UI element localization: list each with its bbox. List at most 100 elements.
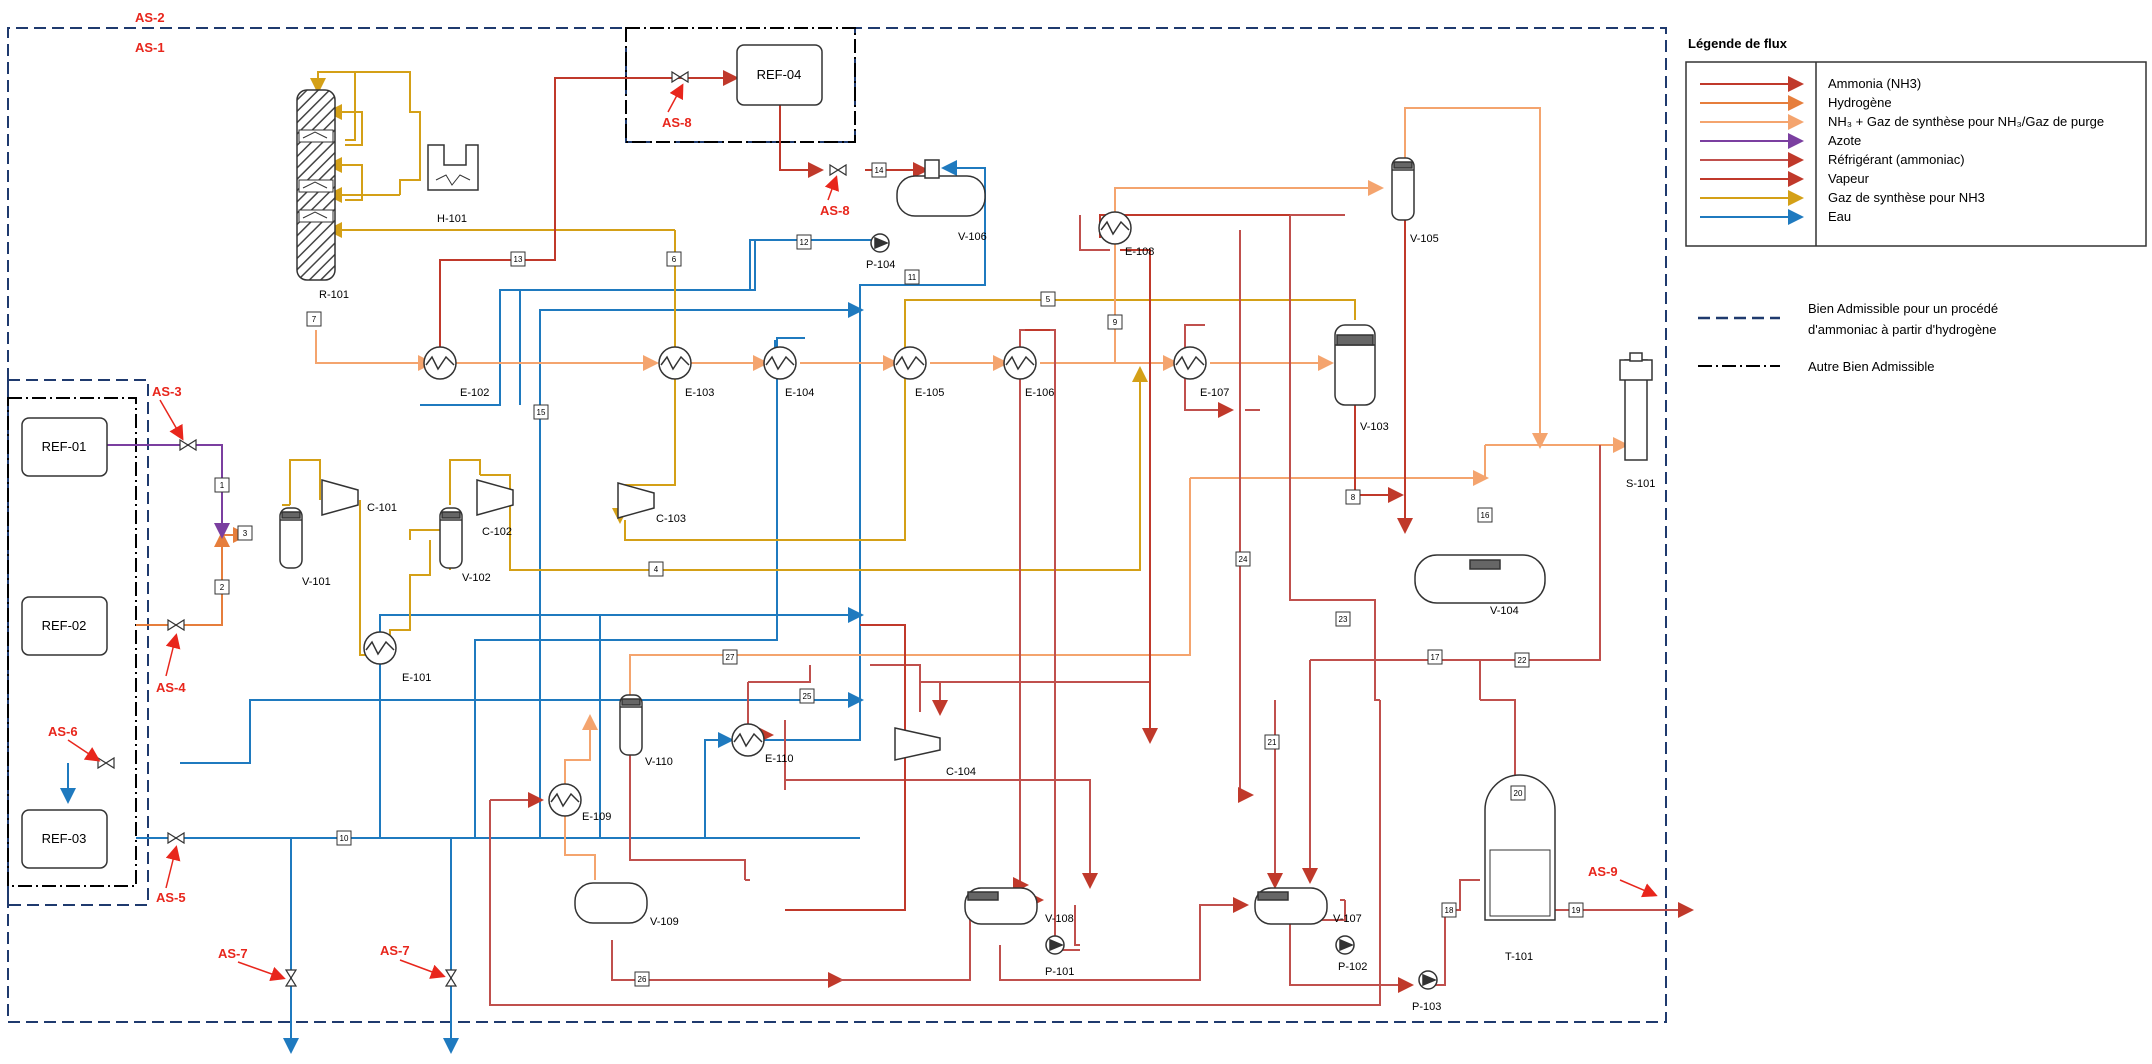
stream-15: 15 bbox=[537, 408, 546, 417]
e109-label: E-109 bbox=[582, 811, 611, 823]
scrubber-s101 bbox=[1619, 352, 1653, 461]
stream-12: 12 bbox=[800, 238, 809, 247]
v103-label: V-103 bbox=[1360, 421, 1389, 433]
legend-item-ammonia: Ammonia (NH3) bbox=[1828, 76, 1921, 91]
v104-label: V-104 bbox=[1490, 605, 1519, 617]
vessel-v108 bbox=[964, 887, 1038, 925]
stream-14: 14 bbox=[875, 166, 884, 175]
ref-04-label: REF-04 bbox=[757, 67, 802, 82]
stream-27: 27 bbox=[726, 653, 735, 662]
stream-11: 11 bbox=[908, 273, 917, 282]
ammonia-lines bbox=[439, 70, 1413, 534]
legend-item-syngas: Gaz de synthèse pour NH3 bbox=[1828, 190, 1985, 205]
stream-9: 9 bbox=[1113, 318, 1118, 327]
exchanger-e110 bbox=[731, 723, 765, 757]
e103-label: E-103 bbox=[685, 387, 714, 399]
boundary-as1 bbox=[7, 27, 1667, 1023]
stream-21: 21 bbox=[1268, 738, 1277, 747]
exchanger-e104 bbox=[763, 346, 797, 380]
stream-2: 2 bbox=[220, 583, 225, 592]
h101-label: H-101 bbox=[437, 213, 467, 225]
valve-as8a bbox=[671, 70, 689, 84]
stream-26: 26 bbox=[638, 975, 647, 984]
exchanger-e107 bbox=[1173, 346, 1207, 380]
compressors bbox=[321, 479, 941, 761]
compressor-c103 bbox=[617, 482, 655, 519]
legend-boundary1-line2: d'ammoniac à partir d'hydrogène bbox=[1808, 322, 1997, 337]
tag-as9: AS-9 bbox=[1588, 864, 1618, 879]
pump-p102 bbox=[1335, 935, 1355, 955]
pump-p104 bbox=[870, 233, 890, 253]
ref-01-label: REF-01 bbox=[42, 439, 87, 454]
stream-numbers: 1 2 3 4 5 6 7 8 9 10 11 12 13 14 15 16 1… bbox=[220, 166, 1581, 984]
tag-as1: AS-1 bbox=[135, 40, 165, 55]
vessel-v105 bbox=[1391, 157, 1415, 221]
valve-as4 bbox=[167, 618, 185, 632]
exchanger-e106 bbox=[1003, 346, 1037, 380]
tank-t101: T-101 bbox=[1484, 774, 1556, 963]
stream-16: 16 bbox=[1481, 511, 1490, 520]
t101-label: T-101 bbox=[1505, 951, 1533, 963]
stream-23: 23 bbox=[1339, 615, 1348, 624]
e106-label: E-106 bbox=[1025, 387, 1054, 399]
legend-item-hydrogene: Hydrogène bbox=[1828, 95, 1892, 110]
exchanger-e103 bbox=[658, 346, 692, 380]
p104-label: P-104 bbox=[866, 259, 895, 271]
vessel-v106 bbox=[896, 159, 986, 217]
legend-boundary2: Autre Bien Admissible bbox=[1808, 359, 1934, 374]
stream-17: 17 bbox=[1431, 653, 1440, 662]
vessel-v102 bbox=[439, 507, 463, 569]
tag-as8a: AS-8 bbox=[662, 115, 692, 130]
vessel-v109 bbox=[574, 882, 648, 924]
vessel-v103 bbox=[1334, 324, 1376, 406]
valve-as3 bbox=[179, 438, 197, 452]
v101-label: V-101 bbox=[302, 576, 331, 588]
ref-02-label: REF-02 bbox=[42, 618, 87, 633]
valves bbox=[97, 70, 847, 987]
stream-7: 7 bbox=[312, 315, 317, 324]
boundary-as2 bbox=[625, 27, 856, 143]
stream-4: 4 bbox=[654, 565, 659, 574]
valve-as5 bbox=[167, 831, 185, 845]
r101-label: R-101 bbox=[319, 289, 349, 301]
stream-22: 22 bbox=[1518, 656, 1527, 665]
valve-as7a bbox=[284, 969, 298, 987]
pump-p103 bbox=[1418, 970, 1438, 990]
v105-label: V-105 bbox=[1410, 233, 1439, 245]
c101-label: C-101 bbox=[367, 502, 397, 514]
legend-item-eau: Eau bbox=[1828, 209, 1851, 224]
exchanger-e108 bbox=[1098, 211, 1132, 245]
e102-label: E-102 bbox=[460, 387, 489, 399]
ref-01-box: REF-01 bbox=[21, 417, 108, 477]
c102-label: C-102 bbox=[482, 526, 512, 538]
exchanger-e101 bbox=[363, 631, 397, 665]
valve-as8b bbox=[829, 163, 847, 177]
as-tags: AS-2 AS-1 AS-3 AS-4 AS-5 AS-6 AS-7 AS-7 … bbox=[48, 10, 1658, 982]
legend-item-nh3-syngas: NH₃ + Gaz de synthèse pour NH₃/Gaz de pu… bbox=[1828, 114, 2104, 129]
boundary-ref-area bbox=[7, 379, 149, 906]
exchanger-e102 bbox=[423, 346, 457, 380]
v106-label: V-106 bbox=[958, 231, 987, 243]
tag-as6: AS-6 bbox=[48, 724, 78, 739]
stream-20: 20 bbox=[1514, 789, 1523, 798]
valve-as7b bbox=[444, 969, 458, 987]
ref-04-box: REF-04 bbox=[736, 44, 823, 106]
p101-label: P-101 bbox=[1045, 966, 1074, 978]
legend-title: Légende de flux bbox=[1688, 36, 1788, 51]
vessel-v104 bbox=[1414, 554, 1546, 604]
azote-lines bbox=[105, 444, 230, 539]
tag-as4: AS-4 bbox=[156, 680, 186, 695]
stream-8: 8 bbox=[1351, 493, 1356, 502]
stream-5: 5 bbox=[1046, 295, 1051, 304]
e105-label: E-105 bbox=[915, 387, 944, 399]
tag-as2: AS-2 bbox=[135, 10, 165, 25]
v110-label: V-110 bbox=[645, 756, 673, 768]
tag-as5: AS-5 bbox=[156, 890, 186, 905]
tag-as3: AS-3 bbox=[152, 384, 182, 399]
reactor-r101: R-101 bbox=[296, 89, 349, 301]
water-lines bbox=[60, 160, 986, 1054]
compressor-c102 bbox=[476, 479, 514, 516]
v109-label: V-109 bbox=[650, 916, 679, 928]
stream-boxes bbox=[214, 162, 1584, 987]
